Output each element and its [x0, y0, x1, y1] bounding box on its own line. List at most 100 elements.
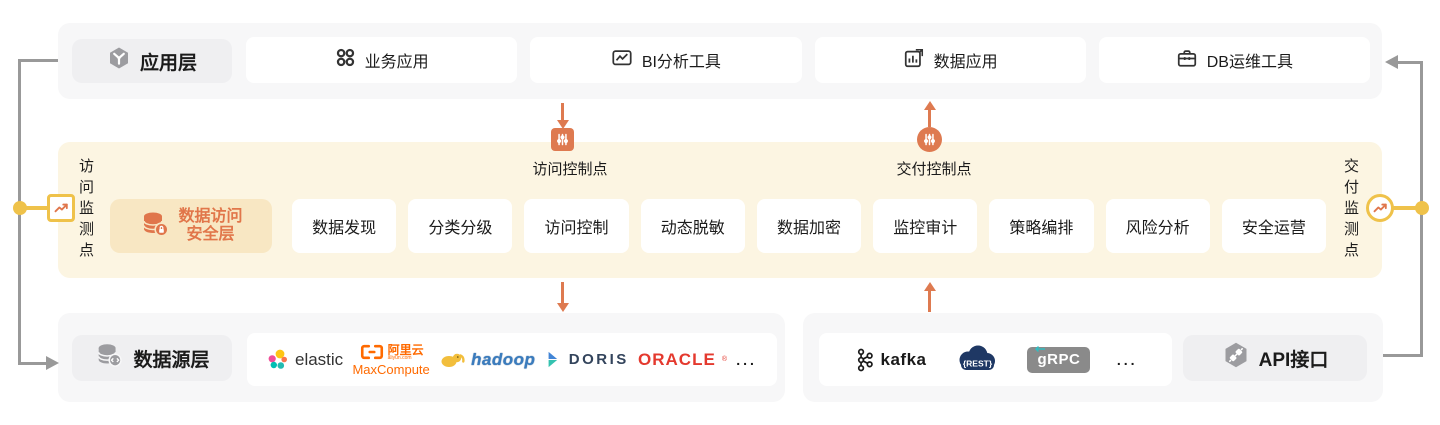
item-business-apps: 业务应用	[246, 37, 518, 83]
item-label: 数据应用	[933, 54, 998, 71]
hexagon-node-icon	[107, 46, 131, 76]
item-label: 业务应用	[364, 54, 429, 71]
item-label: 数据加密	[776, 220, 841, 237]
security-layer-title: 数据访问 安全层	[178, 208, 242, 245]
item-label: 动态脱敏	[660, 220, 725, 237]
item-label: 监控审计	[893, 220, 958, 237]
aliyun-sub-label: aliyun.com	[387, 354, 412, 361]
hadoop-label: hadoop	[471, 349, 536, 369]
item-label: 风险分析	[1125, 220, 1190, 237]
item-label: BI分析工具	[641, 54, 721, 71]
left-connector-top-segment	[18, 59, 58, 62]
hexagon-plug-icon	[1222, 341, 1250, 375]
access-control-point-icon	[551, 128, 574, 151]
delivery-control-point-icon	[917, 127, 942, 152]
right-connector-arrowhead	[1385, 55, 1398, 69]
api-logos-box: kafka {REST} gRPC ...	[819, 333, 1172, 386]
api-to-band-arrow-stem	[928, 291, 931, 312]
elastic-logo: elastic	[267, 349, 343, 371]
app-layer-title: 应用层	[139, 52, 197, 74]
rest-logo: {REST}	[953, 344, 1001, 376]
maxcompute-label: MaxCompute	[352, 361, 430, 377]
doris-label: DORIS	[568, 351, 629, 368]
source-layer-row: 数据源层 elastic 阿里云 aliyun.com MaxCompute	[58, 313, 785, 402]
access-tap-dot	[13, 201, 27, 215]
item-bi-tools: BI分析工具	[530, 37, 802, 83]
grpc-label: gRPC	[1037, 350, 1081, 368]
toolbox-icon	[1176, 47, 1198, 74]
database-code-icon	[94, 340, 124, 376]
item-label: 数据发现	[312, 220, 377, 237]
elastic-label: elastic	[295, 349, 344, 369]
rest-label: {REST}	[963, 358, 993, 368]
source-layer-label-box: 数据源层	[72, 335, 232, 381]
access-monitor-icon	[47, 194, 75, 222]
apps-grid-icon	[335, 47, 356, 73]
delivery-tap-dot	[1415, 201, 1429, 215]
item-policy-orchestration: 策略编排	[989, 199, 1094, 253]
item-db-ops-tools: DB运维工具	[1098, 37, 1370, 83]
app-layer-row: 应用层 业务应用 BI分析工具 数据应用	[58, 23, 1382, 99]
security-title-line2: 安全层	[186, 226, 235, 243]
access-monitor-point-label: 访问监测点	[77, 158, 94, 263]
oracle-label: ORACLE	[638, 349, 716, 369]
oracle-registered-mark: ®	[721, 356, 727, 363]
kafka-label: kafka	[880, 349, 927, 369]
delivery-monitor-icon	[1366, 194, 1394, 222]
access-arrow-head	[557, 120, 569, 129]
doris-logo: DORIS	[545, 350, 629, 369]
delivery-arrow-head	[924, 101, 936, 110]
kafka-logo: kafka	[854, 348, 927, 372]
api-to-band-arrow-head	[924, 282, 936, 291]
item-risk-analysis: 风险分析	[1105, 199, 1210, 253]
aliyun-mark: 阿里云 aliyun.com	[359, 344, 424, 361]
hadoop-logo: hadoop	[439, 350, 535, 370]
app-layer-label-box: 应用层	[72, 39, 232, 83]
item-access-control: 访问控制	[524, 199, 629, 253]
more-apis-ellipsis: ...	[1116, 351, 1138, 368]
access-arrow-stem	[561, 103, 564, 121]
right-connector-top-segment	[1398, 61, 1423, 64]
bar-chart-arrow-icon	[903, 47, 925, 74]
app-layer-items: 业务应用 BI分析工具 数据应用 DB运维工具	[246, 37, 1370, 83]
security-title-line1: 数据访问	[178, 207, 243, 225]
grpc-logo: gRPC	[1027, 345, 1091, 373]
left-connector-arrowhead	[46, 356, 59, 370]
database-lock-icon	[139, 208, 171, 245]
right-connector-bottom-segment	[1383, 354, 1423, 357]
oracle-logo: ORACLE ®	[638, 350, 727, 370]
source-logos-box: elastic 阿里云 aliyun.com MaxCompute hadoop	[247, 333, 777, 386]
item-classification-grading: 分类分级	[408, 199, 513, 253]
access-control-point-label: 访问控制点	[532, 161, 608, 178]
item-data-discovery: 数据发现	[292, 199, 397, 253]
access-tap-line	[19, 206, 51, 210]
item-data-apps: 数据应用	[814, 37, 1086, 83]
item-dynamic-masking: 动态脱敏	[640, 199, 745, 253]
band-to-source-arrow-stem	[561, 282, 564, 303]
item-label: 分类分级	[428, 220, 493, 237]
api-layer-label-box: API接口	[1183, 335, 1367, 381]
security-layer-band: 访问监测点 交付监测点 数据访问 安全层 数据发现 分类分级 访问控制 动态脱敏…	[58, 142, 1382, 278]
item-data-encryption: 数据加密	[756, 199, 862, 253]
delivery-control-point-label: 交付控制点	[896, 161, 972, 178]
maxcompute-logo: 阿里云 aliyun.com MaxCompute	[352, 344, 429, 376]
left-connector-bottom-segment	[18, 362, 48, 365]
delivery-tap-line	[1392, 206, 1422, 210]
aliyun-label: 阿里云	[387, 342, 424, 357]
item-label: 安全运营	[1241, 220, 1306, 237]
item-label: DB运维工具	[1206, 54, 1293, 71]
item-label: 策略编排	[1009, 220, 1074, 237]
source-layer-title: 数据源层	[133, 349, 210, 371]
api-layer-title: API接口	[1258, 349, 1329, 371]
more-sources-ellipsis: ...	[736, 351, 757, 368]
api-layer-row: kafka {REST} gRPC ... API接口	[803, 313, 1383, 402]
item-monitor-audit: 监控审计	[873, 199, 978, 253]
band-to-source-arrow-head	[557, 303, 569, 312]
security-layer-label-box: 数据访问 安全层	[110, 199, 272, 253]
item-label: 访问控制	[544, 220, 609, 237]
security-capability-items: 数据发现 分类分级 访问控制 动态脱敏 数据加密 监控审计 策略编排 风险分析 …	[292, 199, 1326, 253]
delivery-monitor-point-label: 交付监测点	[1342, 158, 1359, 263]
delivery-arrow-stem	[928, 110, 931, 127]
item-security-operation: 安全运营	[1221, 199, 1326, 253]
